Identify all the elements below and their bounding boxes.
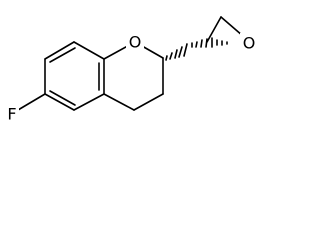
bond-c4-c5 bbox=[103, 93, 135, 111]
hashed-wedge-bond-c2 bbox=[165, 43, 188, 61]
bond-c7-f bbox=[17, 93, 46, 111]
bond-c3-c4 bbox=[133, 93, 164, 111]
bond-c6-c5 bbox=[73, 93, 105, 111]
fluorine-label: F bbox=[7, 105, 16, 124]
bond-epoxide-c-o bbox=[220, 16, 244, 37]
ring-oxygen-label: O bbox=[129, 33, 142, 52]
benzene-ring bbox=[44, 41, 105, 111]
hashed-wedge-bond-epoxide bbox=[191, 37, 228, 48]
bond-c7-c6 bbox=[44, 93, 75, 111]
pyran-ring bbox=[103, 41, 164, 111]
atom-label-ring-oxygen: O bbox=[126, 32, 144, 52]
epoxide-ring bbox=[206, 16, 244, 43]
bond-c8a-c8 bbox=[44, 41, 75, 60]
double-bond-c7-c6-inner bbox=[49, 90, 76, 106]
bond-epoxide-c-c bbox=[206, 16, 222, 43]
atom-label-fluorine: F bbox=[5, 104, 19, 124]
atom-label-epoxide-oxygen: O bbox=[240, 33, 258, 53]
bond-c4a-c8a bbox=[73, 41, 105, 60]
chemical-structure: F O O bbox=[5, 16, 258, 124]
epoxide-oxygen-label: O bbox=[243, 34, 256, 53]
double-bond-c8a-c8-inner bbox=[49, 47, 76, 63]
